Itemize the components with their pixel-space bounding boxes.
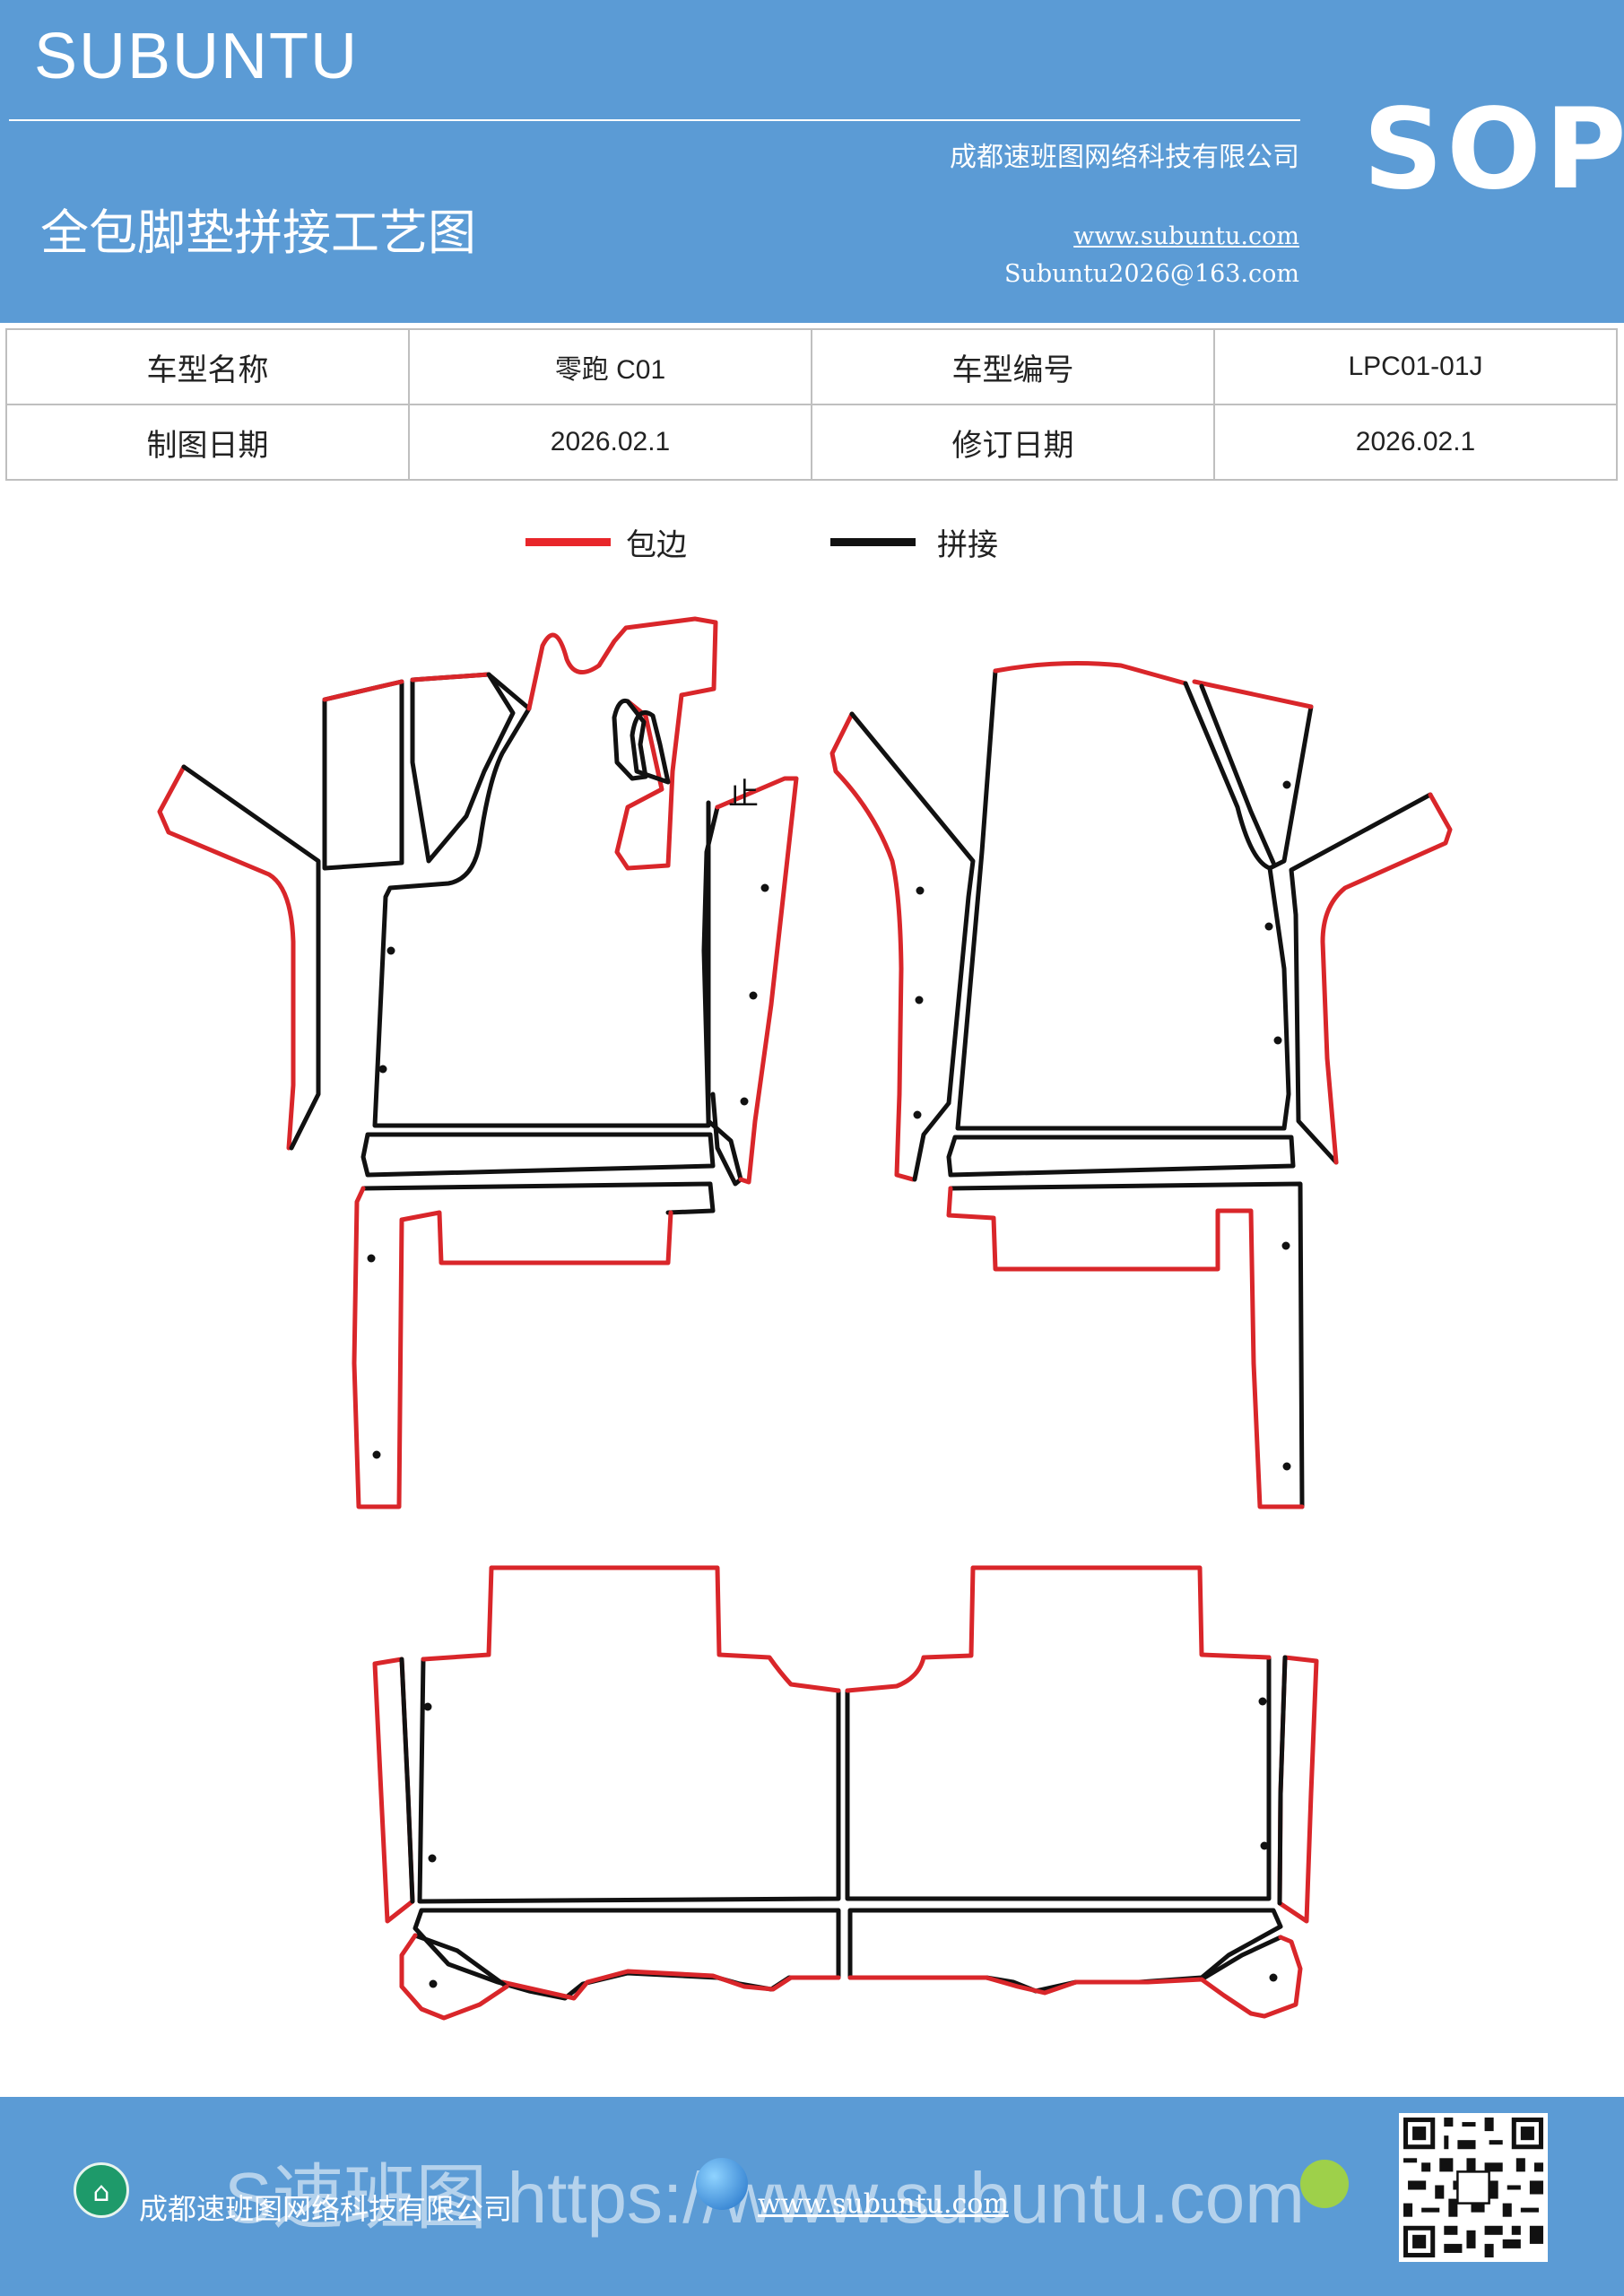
value-cell: 零跑 C01 bbox=[408, 328, 812, 405]
seam-legend-swatch bbox=[830, 538, 916, 546]
fl-strip-1 bbox=[322, 679, 404, 871]
fl-wing-seam bbox=[181, 764, 321, 1151]
rr-main-seam bbox=[845, 1655, 1272, 1901]
fl-inner-cut bbox=[612, 698, 648, 781]
fr-main-top-edge bbox=[993, 661, 1188, 686]
globe-icon bbox=[696, 2158, 748, 2210]
fr-top-right-piece bbox=[1183, 681, 1314, 871]
rr-main-top-edge bbox=[845, 1565, 1272, 1693]
rivet-dot bbox=[913, 1110, 922, 1119]
value-cell: 2026.02.1 bbox=[408, 404, 812, 481]
fr-bottom-bar bbox=[946, 1135, 1296, 1178]
rivet-dot bbox=[1282, 780, 1291, 789]
fl-inner-cut-2 bbox=[630, 710, 671, 785]
rl-bottom-bar bbox=[413, 1908, 841, 2001]
company-name: 成都速班图网络科技有限公司 bbox=[950, 142, 1299, 173]
label-cell: 车型名称 bbox=[5, 328, 410, 405]
fl-side-strip-edge bbox=[715, 776, 799, 1185]
fl-strip-1-edge bbox=[322, 679, 404, 702]
rivet-dot bbox=[1264, 922, 1273, 931]
label-cell: 修订日期 bbox=[811, 404, 1215, 481]
rr-corner bbox=[1199, 1935, 1283, 1982]
rl-side-seam bbox=[399, 1657, 415, 1904]
fl-main-seam bbox=[372, 672, 711, 1128]
rl-corner-edge bbox=[399, 1933, 509, 2021]
rl-bottom-edge bbox=[499, 1969, 841, 2001]
value-cell: 2026.02.1 bbox=[1213, 404, 1618, 481]
building-icon: ⌂ bbox=[74, 2162, 129, 2218]
fr-l-bar-edge bbox=[946, 1186, 1305, 1509]
fr-piece-seam-2 bbox=[1199, 683, 1276, 865]
fr-wing-seam bbox=[849, 711, 976, 1182]
wechat-icon bbox=[1300, 2160, 1349, 2208]
rr-side-seam bbox=[1277, 1655, 1288, 1906]
header-banner: SUBUNTU SOP 成都速班图网络科技有限公司 全包脚垫拼接工艺图 www.… bbox=[0, 0, 1624, 323]
rr-bottom-edge bbox=[847, 1975, 1204, 1996]
fr-top-right-edge bbox=[1192, 679, 1314, 709]
fr-wing-edge bbox=[829, 711, 916, 1182]
rivet-dot bbox=[740, 1097, 749, 1106]
rivet-dot bbox=[1282, 1462, 1291, 1471]
rivet-dot bbox=[372, 1450, 381, 1459]
rivet-dot bbox=[915, 996, 924, 1004]
rr-corner-edge bbox=[1199, 1935, 1303, 2019]
table-row: 车型名称 零跑 C01 车型编号 LPC01-01J bbox=[5, 328, 1618, 405]
front-right-mat bbox=[829, 661, 1453, 1509]
legend: 包边 拼接 bbox=[0, 520, 1624, 574]
contact-email[interactable]: Subuntu2026@163.com bbox=[1004, 260, 1299, 288]
footer-watermark: S速班图 https://www.subuntu.com bbox=[224, 2158, 1305, 2238]
footer-company-name: 成都速班图网络科技有限公司 bbox=[139, 2192, 513, 2226]
header-divider bbox=[9, 119, 1300, 121]
edge-legend-label: 包边 bbox=[626, 527, 687, 563]
rivet-dot bbox=[1273, 1036, 1282, 1045]
label-cell: 制图日期 bbox=[5, 404, 410, 481]
fr-main-seam bbox=[955, 668, 1291, 1131]
rivet-dot bbox=[1269, 1973, 1278, 1982]
vehicle-info-table: 车型名称 零跑 C01 车型编号 LPC01-01J 制图日期 2026.02.… bbox=[5, 328, 1618, 481]
table-row: 制图日期 2026.02.1 修订日期 2026.02.1 bbox=[5, 404, 1618, 481]
rl-main-seam bbox=[417, 1657, 841, 1904]
fl-wing-edge bbox=[157, 764, 296, 1151]
footer-banner: S速班图 https://www.subuntu.com ⌂ 成都速班图网络科技… bbox=[0, 2097, 1624, 2296]
rl-main-top-edge bbox=[421, 1565, 841, 1693]
rivet-dot bbox=[749, 991, 758, 1000]
rivet-dot bbox=[1258, 1697, 1267, 1706]
footer-website-link[interactable]: www.subuntu.com bbox=[758, 2188, 1009, 2220]
rivet-dot bbox=[378, 1065, 387, 1074]
rivet-dot bbox=[760, 883, 769, 892]
stop-marker-label: 止 bbox=[728, 777, 759, 813]
label-cell: 车型编号 bbox=[811, 328, 1215, 405]
rl-corner bbox=[413, 1933, 509, 1989]
rivet-dot bbox=[386, 946, 395, 955]
qr-code-icon bbox=[1399, 2113, 1548, 2262]
fl-bottom-bar bbox=[360, 1132, 716, 1178]
fl-strip-2-edge bbox=[410, 672, 491, 683]
fl-main-top-edge bbox=[526, 616, 718, 871]
value-cell: LPC01-01J bbox=[1213, 328, 1618, 405]
fr-l-bar-seam bbox=[948, 1181, 1305, 1509]
rivet-dot bbox=[367, 1254, 376, 1263]
rivet-dot bbox=[428, 1854, 437, 1863]
edge-legend-swatch bbox=[525, 538, 611, 546]
rear-mats bbox=[372, 1565, 1319, 2021]
website-link[interactable]: www.subuntu.com bbox=[1073, 222, 1299, 250]
doc-type-badge: SOP bbox=[1363, 85, 1624, 214]
rivet-dot bbox=[423, 1702, 432, 1711]
front-left-mat bbox=[157, 616, 799, 1509]
rivet-dot bbox=[916, 886, 925, 895]
rivet-dot bbox=[429, 1979, 438, 1988]
page-title: 全包脚垫拼接工艺图 bbox=[40, 204, 476, 261]
fl-side-strip-seam bbox=[701, 804, 743, 1187]
fr-wing-right-edge bbox=[1320, 792, 1453, 1165]
rivet-dot bbox=[1260, 1841, 1269, 1850]
fl-strip-2 bbox=[410, 672, 516, 864]
brand-logo-text: SUBUNTU bbox=[34, 21, 360, 92]
rivet-dot bbox=[1281, 1241, 1290, 1250]
qr-code bbox=[1399, 2113, 1548, 2262]
seam-legend-label: 拼接 bbox=[937, 527, 998, 563]
fl-l-bar-edge bbox=[352, 1186, 673, 1509]
fr-wing-right-seam bbox=[1289, 792, 1433, 1165]
fl-l-bar-seam bbox=[360, 1181, 716, 1215]
